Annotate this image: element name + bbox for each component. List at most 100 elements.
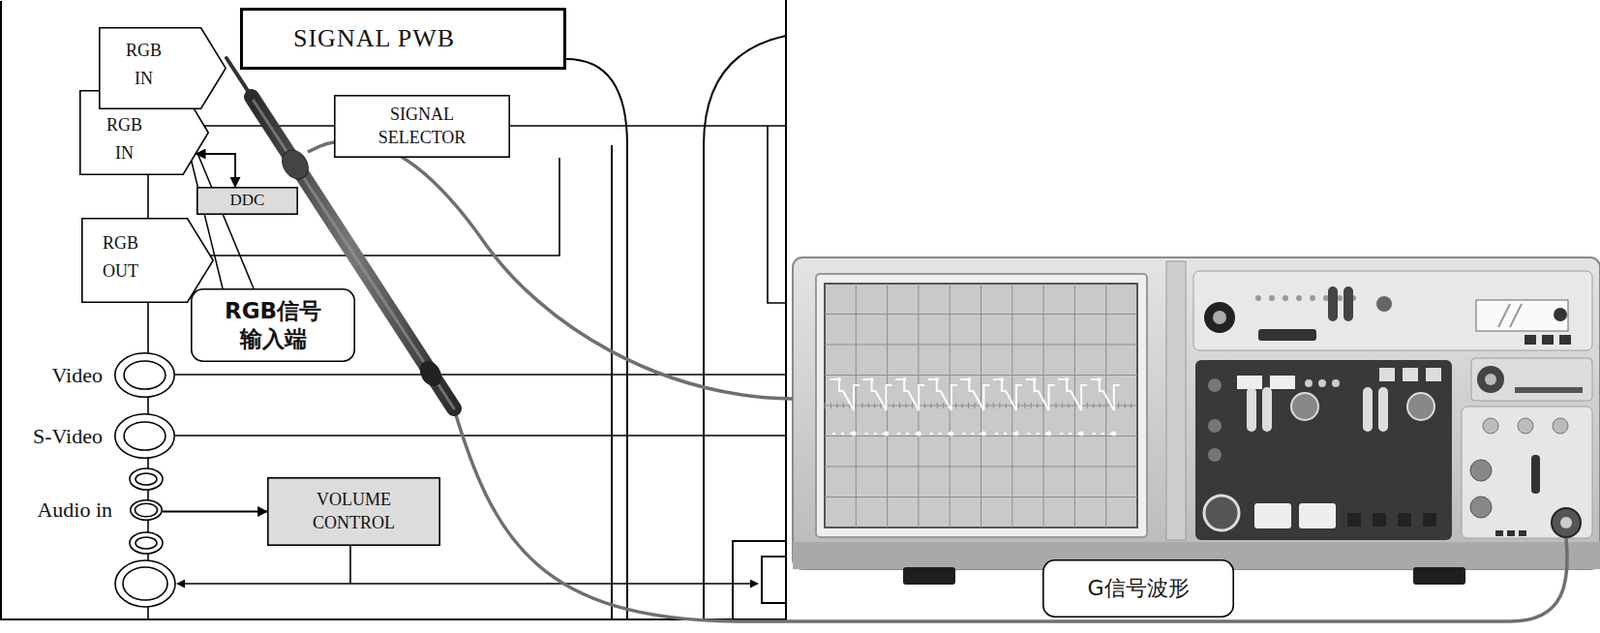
oscilloscope-part-part	[1117, 402, 1119, 409]
box-outline	[334, 95, 510, 157]
node-label: RGB IN	[125, 36, 162, 93]
oscilloscope-part-part	[974, 402, 976, 409]
oscilloscope-part-part	[955, 402, 957, 409]
oscilloscope-part-part	[1362, 387, 1373, 432]
text-group: DDC	[230, 190, 266, 211]
oscilloscope-part-part	[1237, 375, 1263, 390]
board-title-box: SIGNAL PWB	[240, 7, 567, 70]
oscilloscope-part-part	[837, 377, 842, 382]
oscilloscope-part-part	[1407, 392, 1435, 421]
oscilloscope-part-part	[1397, 513, 1412, 527]
oscilloscope-part-part	[1030, 402, 1032, 409]
board-outlines	[566, 35, 786, 620]
output-connector-outline	[81, 217, 214, 303]
oscilloscope-part	[1514, 387, 1583, 393]
oscilloscope-part-part	[1024, 402, 1026, 409]
oscilloscope-part	[1204, 301, 1236, 333]
oscilloscope-part-part	[880, 402, 882, 409]
oscilloscope-part-part	[928, 379, 958, 411]
callout-outline	[191, 289, 355, 362]
oscilloscope-part-part	[993, 402, 995, 409]
probe-part	[276, 145, 314, 184]
oscilloscope-part-part	[911, 402, 913, 409]
text-group: Audio in	[36, 497, 113, 523]
oscilloscope-part	[1195, 360, 1452, 541]
oscilloscope-part	[1166, 261, 1186, 541]
oscilloscope-part	[1204, 286, 1571, 537]
jack-circle-outline	[114, 413, 176, 459]
board-outlines-part	[703, 35, 786, 620]
signal-wires	[148, 109, 786, 620]
oscilloscope-part-part	[1507, 530, 1515, 537]
oscilloscope-part-part	[1046, 431, 1052, 437]
jack-label: Audio in	[36, 497, 113, 523]
oscilloscope-part-part	[1056, 402, 1057, 409]
oscilloscope-part-part	[1074, 402, 1076, 409]
oscilloscope-part-part	[1079, 431, 1085, 437]
oscilloscope-part-part	[1328, 286, 1338, 322]
text-group: Video	[52, 362, 103, 388]
board-outlines-part	[761, 556, 786, 604]
oscilloscope-part-part	[1092, 402, 1094, 409]
jack-circle-outline	[129, 499, 163, 521]
process-box: DDC	[196, 186, 299, 215]
signal-wires-part	[175, 373, 786, 376]
oscilloscope-part-part	[942, 402, 944, 409]
oscilloscope-part-part	[967, 402, 969, 409]
board-outlines-part	[566, 59, 628, 620]
oscilloscope-part	[903, 567, 956, 585]
callout-outline	[1043, 560, 1234, 617]
oscilloscope-part-part	[893, 402, 895, 409]
oscilloscope-part	[1471, 358, 1593, 401]
oscilloscope-part-part	[1124, 402, 1126, 409]
oscilloscope-part-part	[1422, 513, 1437, 527]
text-group: RGB IN	[125, 36, 162, 93]
jack-outer	[130, 500, 162, 520]
oscilloscope-part-part	[1057, 379, 1087, 411]
jack-inner	[123, 422, 166, 451]
oscilloscope-part-part	[870, 377, 875, 382]
text-group: S-Video	[32, 422, 103, 449]
oscilloscope-part-part	[966, 377, 971, 382]
oscilloscope-part-part	[1111, 431, 1117, 437]
oscilloscope-part-part	[1269, 375, 1296, 390]
oscilloscope-part-part	[1255, 295, 1262, 302]
oscilloscope-part-part	[936, 402, 938, 409]
oscilloscope-part-part	[1032, 377, 1037, 382]
oscilloscope-part-part	[935, 377, 939, 382]
audio-jacks-part	[135, 537, 157, 549]
oscilloscope-part-part	[1343, 286, 1354, 322]
oscilloscope-part	[824, 283, 1138, 528]
oscilloscope-part-part	[824, 496, 1138, 498]
oscilloscope-part-part	[924, 402, 926, 409]
oscilloscope-part-part	[999, 377, 1004, 382]
oscilloscope-part-part	[1090, 379, 1120, 411]
oscilloscope-part	[1212, 310, 1227, 325]
signal-wires-part	[510, 124, 786, 127]
oscilloscope-part-part	[843, 402, 845, 409]
oscilloscope-part-part	[1043, 283, 1045, 528]
oscilloscope-part-part	[1379, 367, 1395, 382]
oscilloscope-part	[1560, 516, 1572, 529]
oscilloscope-part-part	[824, 402, 826, 409]
process-box: SIGNAL SELECTOR	[333, 94, 511, 158]
box-outline	[241, 9, 566, 69]
oscilloscope-part-part	[1130, 402, 1132, 409]
probe-cable-part	[307, 140, 793, 399]
oscilloscope-part-part	[905, 402, 906, 409]
jack-label: S-Video	[32, 422, 103, 449]
oscilloscope-part-part	[1014, 431, 1020, 437]
node-label: G信号波形	[1086, 575, 1189, 602]
oscilloscope-part-part	[1105, 283, 1107, 528]
oscilloscope-part-part	[863, 379, 893, 411]
oscilloscope-part	[824, 283, 1138, 528]
jack-circle-outline	[114, 352, 176, 398]
oscilloscope-part-part	[948, 431, 954, 437]
oscilloscope-part	[1553, 307, 1568, 322]
oscilloscope-part-part	[824, 313, 1138, 315]
oscilloscope-part-part	[1064, 377, 1069, 382]
oscilloscope-part-part	[1282, 295, 1289, 302]
connector-arrow	[162, 511, 268, 514]
oscilloscope-part-part	[1518, 530, 1527, 537]
